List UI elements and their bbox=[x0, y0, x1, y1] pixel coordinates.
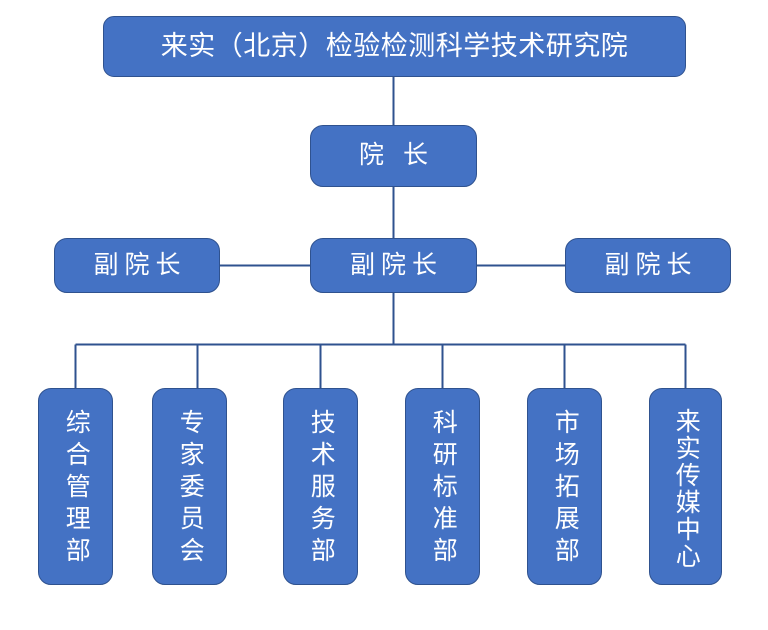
department-label: 科研标准部 bbox=[429, 408, 458, 569]
node-department-market-development[interactable]: 市场拓展部 bbox=[527, 388, 602, 585]
node-department-technical-service[interactable]: 技术服务部 bbox=[283, 388, 358, 585]
node-vice-dean-right[interactable]: 副院长 bbox=[565, 238, 731, 293]
department-label: 技术服务部 bbox=[307, 408, 336, 569]
department-label: 综合管理部 bbox=[62, 408, 91, 569]
node-department-general-management[interactable]: 综合管理部 bbox=[38, 388, 113, 585]
department-label: 专家委员会 bbox=[176, 408, 205, 569]
node-vice-dean-center[interactable]: 副院长 bbox=[310, 238, 477, 293]
node-department-research-standards[interactable]: 科研标准部 bbox=[405, 388, 480, 585]
node-institute-root[interactable]: 来实（北京）检验检测科学技术研究院 bbox=[103, 16, 686, 77]
department-label: 来实传媒中心 bbox=[672, 407, 701, 570]
node-vice-dean-left[interactable]: 副院长 bbox=[54, 238, 220, 293]
department-label: 市场拓展部 bbox=[551, 408, 580, 569]
node-dean[interactable]: 院 长 bbox=[310, 125, 477, 187]
node-department-expert-committee[interactable]: 专家委员会 bbox=[152, 388, 227, 585]
node-department-laishi-media-center[interactable]: 来实传媒中心 bbox=[649, 388, 722, 585]
